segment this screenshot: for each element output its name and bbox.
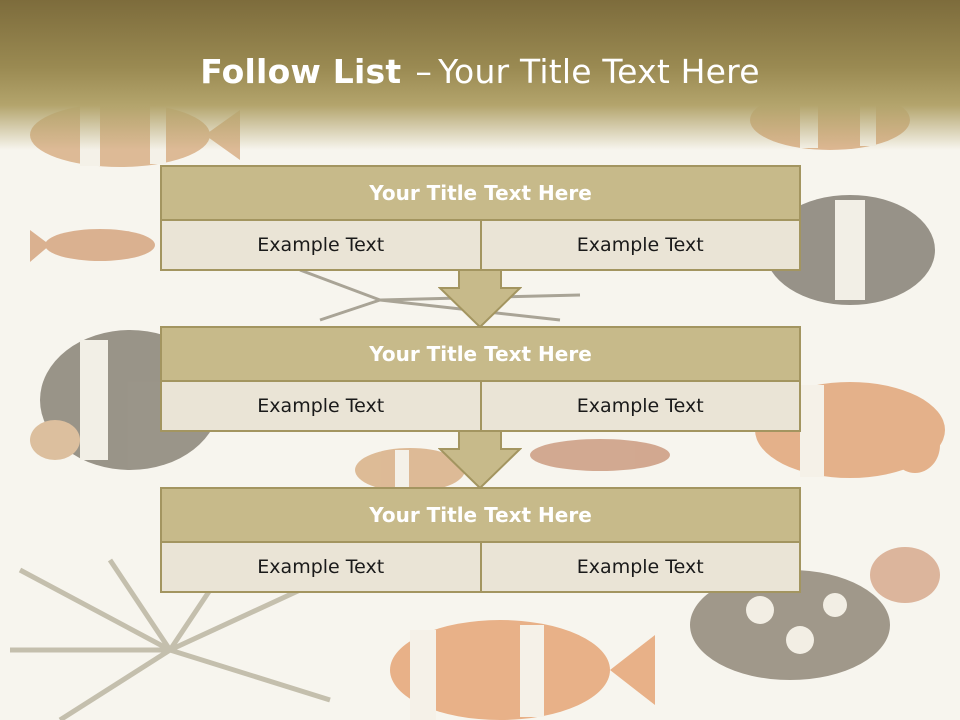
- down-arrow-icon: [438, 431, 522, 489]
- block-title: Your Title Text Here: [160, 487, 801, 543]
- block-row: Example Text Example Text: [160, 543, 801, 593]
- block-cell-left: Example Text: [160, 221, 482, 271]
- block-cell-right: Example Text: [481, 221, 801, 271]
- fish-icon: [30, 229, 155, 262]
- list-block: Your Title Text Here Example Text Exampl…: [160, 326, 801, 432]
- block-title: Your Title Text Here: [160, 326, 801, 382]
- fish-icon: [530, 439, 670, 471]
- clownfish-icon: [765, 195, 935, 305]
- list-block: Your Title Text Here Example Text Exampl…: [160, 165, 801, 271]
- block-title: Your Title Text Here: [160, 165, 801, 221]
- block-cell-right: Example Text: [481, 543, 801, 593]
- list-block: Your Title Text Here Example Text Exampl…: [160, 487, 801, 593]
- fish-icon: [690, 547, 940, 680]
- slide-title-bold: Follow List: [200, 52, 402, 91]
- clownfish-icon: [755, 382, 945, 478]
- down-arrow-icon: [438, 270, 522, 328]
- clownfish-icon: [355, 448, 465, 492]
- slide-title-separator: –: [415, 52, 433, 91]
- block-row: Example Text Example Text: [160, 382, 801, 432]
- block-cell-right: Example Text: [481, 382, 801, 432]
- block-cell-left: Example Text: [160, 382, 482, 432]
- header-band: [0, 0, 960, 150]
- block-cell-left: Example Text: [160, 543, 482, 593]
- clownfish-icon: [390, 620, 655, 720]
- block-row: Example Text Example Text: [160, 221, 801, 271]
- slide-title: Follow List–Your Title Text Here: [0, 52, 960, 91]
- slide-title-rest: Your Title Text Here: [438, 52, 760, 91]
